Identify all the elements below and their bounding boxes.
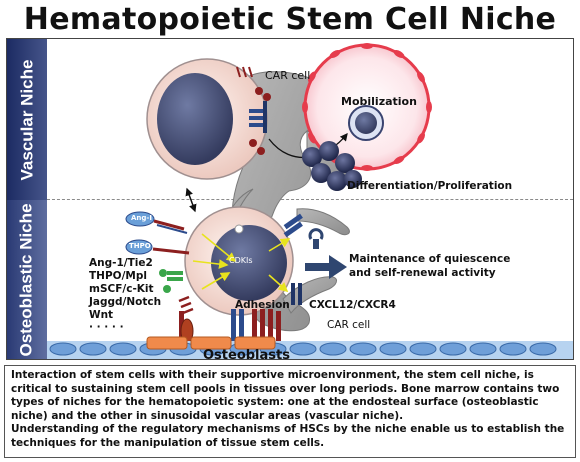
mpl-receptor bbox=[308, 228, 324, 249]
diagram-artwork bbox=[47, 43, 573, 359]
car-cell-process bbox=[296, 208, 350, 236]
maintenance-label-line2: and self-renewal activity bbox=[349, 267, 496, 279]
car-cell-process bbox=[282, 276, 337, 314]
description-paragraph: Understanding of the regulatory mechanis… bbox=[11, 423, 565, 449]
thpo-receptor bbox=[125, 239, 190, 255]
niche-divider bbox=[47, 199, 573, 200]
differentiation-label: Differentiation/Proliferation bbox=[347, 180, 513, 192]
signal-item: mSCF/c-Kit bbox=[89, 283, 154, 295]
mobilized-hsc-nucleus bbox=[355, 112, 377, 134]
osteoblast-cells bbox=[146, 336, 276, 350]
page-title: Hematopoietic Stem Cell Niche bbox=[23, 2, 557, 37]
ang-tag: Ang-I bbox=[131, 214, 152, 222]
mobilization-label: Mobilization bbox=[341, 95, 417, 108]
cdkis-label: CDKIs bbox=[229, 256, 253, 265]
car-cell-label-top: CAR cell bbox=[265, 69, 311, 82]
signal-arrows bbox=[192, 233, 291, 293]
maintenance-arrow bbox=[305, 255, 347, 279]
kit-receptor bbox=[159, 269, 183, 293]
car-cell-label-bottom: CAR cell bbox=[327, 319, 371, 331]
niche-diagram: Vascular Niche Osteoblastic Niche bbox=[6, 38, 574, 360]
description-box: Interaction of stem cells with their sup… bbox=[4, 365, 576, 458]
cxcl12-label: CXCL12/CXCR4 bbox=[309, 299, 396, 311]
signal-item: Ang-1/Tie2 bbox=[89, 257, 153, 269]
signal-item: · · · · · bbox=[89, 321, 124, 333]
ang-tie2-receptor bbox=[125, 211, 188, 234]
vascular-receptors bbox=[236, 66, 271, 155]
signal-item: Wnt bbox=[89, 309, 114, 321]
endothelial-cells bbox=[302, 43, 432, 171]
vascular-niche-band: Vascular Niche bbox=[7, 39, 47, 200]
adhesion-molecules bbox=[179, 309, 281, 351]
maintenance-label: Maintenance of quiescence bbox=[349, 253, 511, 265]
adhesion-label: Adhesion bbox=[235, 299, 290, 311]
notch-receptor bbox=[178, 295, 194, 315]
osteoblastic-hsc-nucleus bbox=[211, 225, 287, 301]
bone-lining-cells bbox=[49, 342, 557, 356]
signal-item: Jaggd/Notch bbox=[89, 296, 162, 308]
progenitor-cluster bbox=[302, 141, 362, 191]
signal-item: THPO/Mpl bbox=[89, 270, 147, 282]
niche-exchange-arrow bbox=[185, 187, 196, 212]
osteoblastic-niche-band: Osteoblastic Niche bbox=[7, 200, 47, 359]
osteoblasts-label: Osteoblasts bbox=[203, 348, 290, 360]
description-paragraph: Interaction of stem cells with their sup… bbox=[11, 369, 560, 422]
cxcr4-receptor bbox=[283, 213, 303, 305]
vascular-hsc-nucleus bbox=[157, 73, 233, 165]
thpo-tag: THPO bbox=[129, 242, 151, 250]
